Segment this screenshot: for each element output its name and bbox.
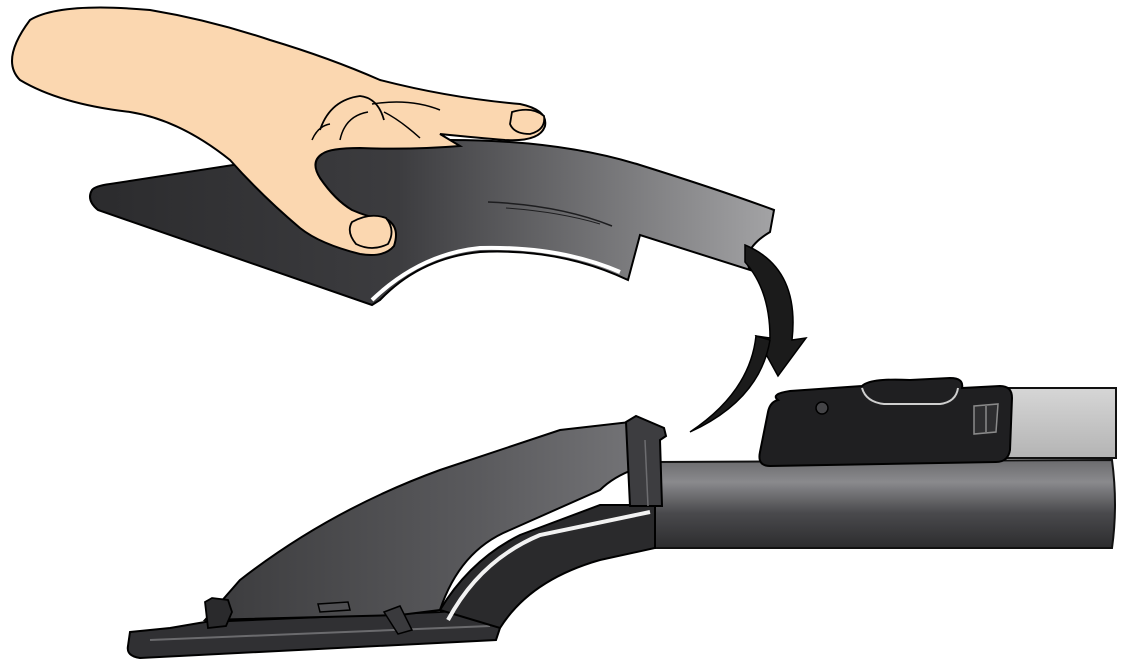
floor-nozzle-insert bbox=[90, 140, 774, 305]
suction-tube bbox=[655, 460, 1115, 548]
floor-nozzle-body bbox=[128, 416, 666, 658]
release-clip bbox=[759, 378, 1012, 466]
